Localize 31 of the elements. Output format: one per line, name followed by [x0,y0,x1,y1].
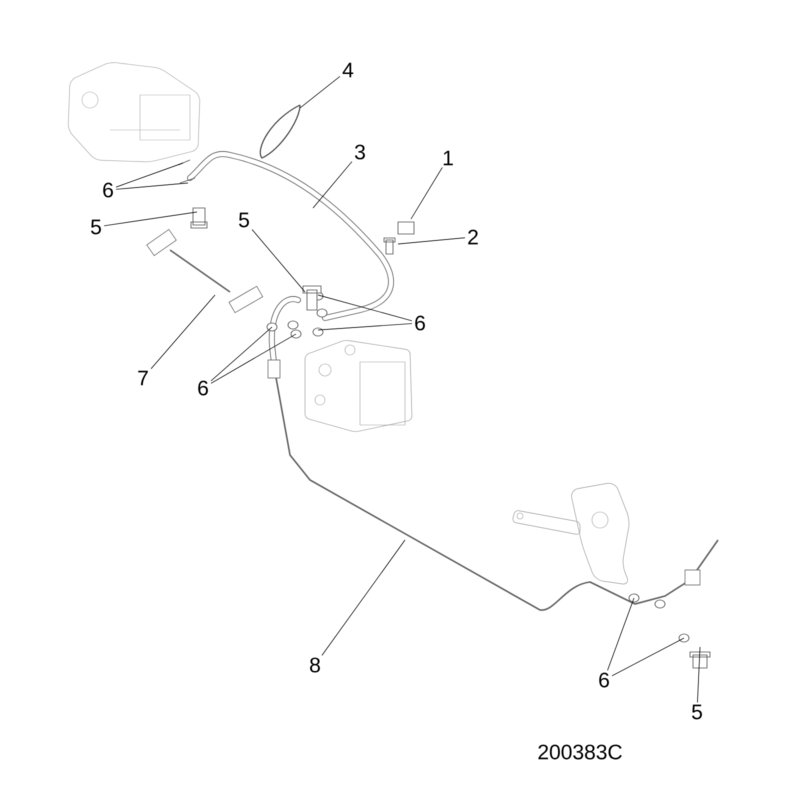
leader-line [104,212,198,226]
leader-line [607,598,634,671]
leader-line [410,167,443,220]
callout-number: 1 [444,150,453,166]
leader-line [697,646,700,703]
leader-line [398,237,466,244]
leader-line [300,76,340,108]
leader-line [210,326,272,382]
callout-number: 2 [468,230,478,244]
callout-number: 8 [310,658,320,672]
leader-line [116,182,188,190]
leader-line [252,229,306,292]
callout-number: 4 [342,62,354,78]
callout-number: 6 [599,672,609,688]
drawing-number: 200383C [538,744,622,760]
leader-line [322,540,406,656]
leader-line [318,294,412,322]
callout-number: 7 [138,370,148,386]
callout-number: 5 [239,212,249,228]
callout-number: 6 [103,182,113,198]
callout-number: 6 [415,316,425,330]
callout-number: 6 [198,380,208,396]
leader-line [318,323,412,330]
callout-number: 5 [692,704,702,720]
callout-number: 3 [354,144,365,160]
leader-line [150,294,216,370]
leader-line [116,162,184,188]
leader-line [612,638,684,676]
leader-line [312,161,352,208]
callout-number: 5 [91,220,101,234]
leader-line [210,334,296,384]
